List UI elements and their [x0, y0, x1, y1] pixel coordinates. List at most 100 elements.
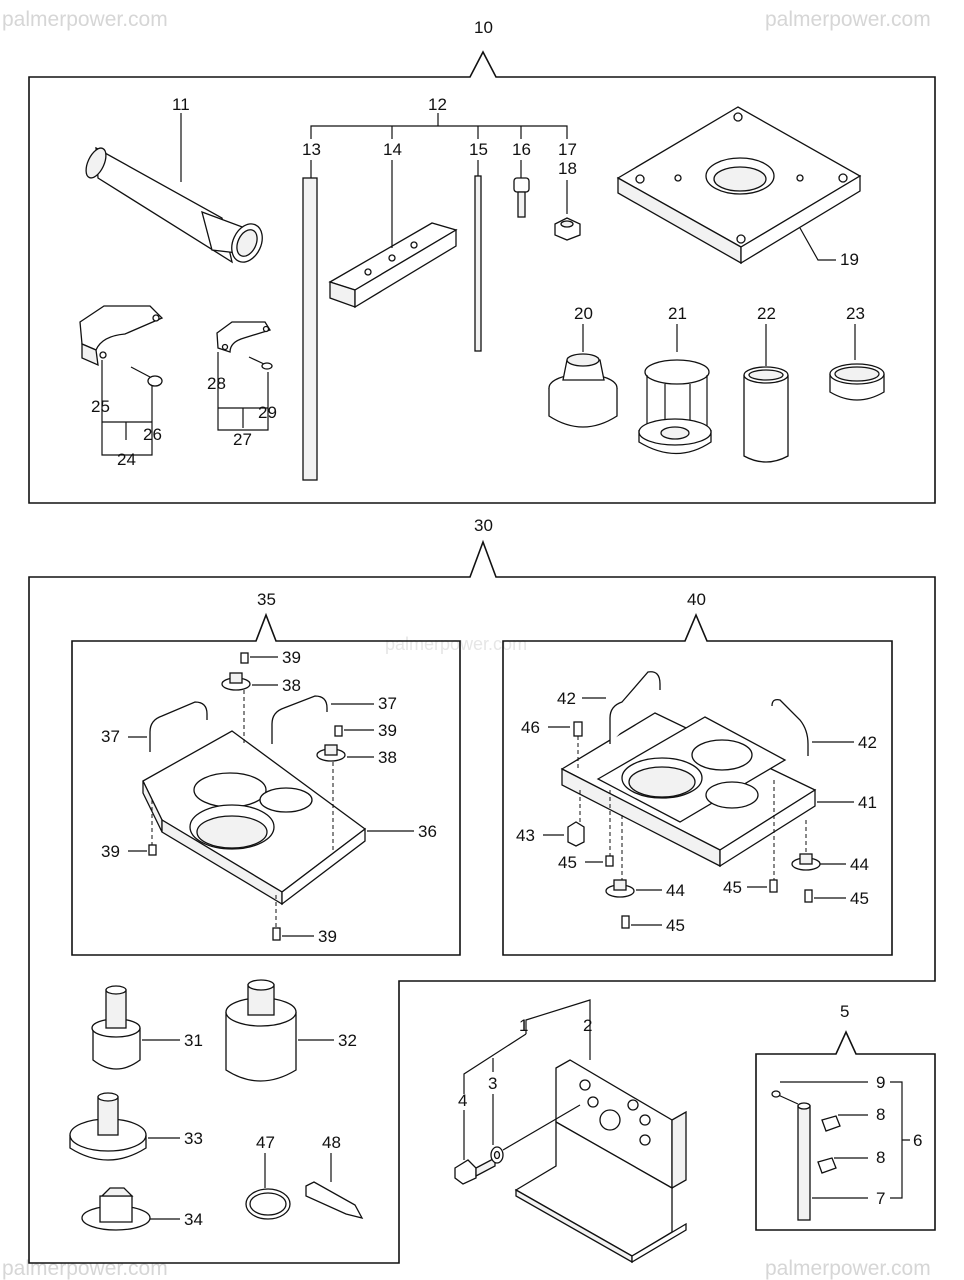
label-4: 4	[458, 1091, 467, 1110]
label-39a: 39	[282, 648, 301, 667]
label-42a: 42	[557, 689, 576, 708]
label-20: 20	[574, 304, 593, 323]
label-18: 18	[558, 159, 577, 178]
label-36: 36	[418, 822, 437, 841]
label-19: 19	[840, 250, 859, 269]
part-19-plate	[616, 106, 862, 265]
part-39-screw-top	[240, 652, 249, 664]
part-45-screw-left	[605, 790, 614, 867]
group-35-frame	[71, 612, 461, 956]
label-32: 32	[338, 1031, 357, 1050]
part-23-ring	[829, 363, 885, 401]
part-48-wedge	[305, 1181, 364, 1219]
label-10: 10	[474, 18, 493, 37]
group-30-frame	[28, 539, 936, 1264]
label-34: 34	[184, 1210, 203, 1229]
label-35: 35	[257, 590, 276, 609]
label-11: 11	[172, 95, 190, 114]
label-15: 15	[469, 140, 488, 159]
group-5-frame	[755, 1030, 936, 1231]
part-9-screw	[771, 1090, 799, 1105]
label-45c: 45	[723, 878, 742, 897]
part-28-clamp	[216, 321, 271, 353]
part-42-handle-left	[609, 671, 661, 744]
label-45b: 45	[666, 916, 685, 935]
label-30: 30	[474, 516, 493, 535]
watermark-top-right: palmerpower.com	[765, 8, 931, 31]
label-28: 28	[207, 374, 226, 393]
part-17-18-nut	[554, 180, 581, 241]
part-15-thin-rod	[474, 160, 482, 352]
label-12: 12	[428, 95, 447, 114]
part-16-bolt	[513, 160, 530, 218]
part-41-base-plate	[560, 712, 817, 868]
part-4-bolt	[454, 1156, 496, 1185]
label-39d: 39	[318, 927, 337, 946]
label-8b: 8	[876, 1148, 885, 1167]
label-29: 29	[258, 403, 277, 422]
part-11-tube	[85, 146, 263, 264]
watermark-center: palmerpower.com	[385, 634, 527, 654]
label-42b: 42	[858, 733, 877, 752]
label-14: 14	[383, 140, 402, 159]
part-3-washer	[490, 1104, 581, 1164]
part-43-standoff	[567, 790, 585, 847]
part-25-clamp	[79, 305, 164, 367]
label-22: 22	[757, 304, 776, 323]
part-44-locator-bottom	[605, 815, 635, 898]
label-47: 47	[256, 1133, 275, 1152]
label-24: 24	[117, 450, 136, 469]
group-10-frame	[28, 50, 936, 504]
label-46: 46	[521, 718, 540, 737]
part-8-pin-lower	[817, 1157, 837, 1174]
group-40-frame	[502, 612, 893, 956]
label-43: 43	[516, 826, 535, 845]
label-38b: 38	[378, 748, 397, 767]
part-14-bar	[328, 160, 458, 309]
watermark-bottom-left: palmerpower.com	[2, 1257, 168, 1280]
label-2: 2	[583, 1016, 592, 1035]
part-39-screw-left	[148, 800, 157, 856]
part-45-screw-bottom	[621, 915, 630, 929]
label-31: 31	[184, 1031, 203, 1050]
label-26: 26	[143, 425, 162, 444]
part-47-o-ring	[245, 1188, 291, 1220]
watermark-top-left: palmerpower.com	[2, 8, 168, 31]
part-26-bolt	[130, 366, 163, 387]
part-20-adapter	[548, 353, 618, 428]
label-5: 5	[840, 1002, 849, 1021]
part-38-locator-top	[221, 672, 251, 745]
label-45d: 45	[850, 889, 869, 908]
part-44-locator-right	[791, 820, 821, 871]
label-1: 1	[519, 1016, 528, 1035]
label-13: 13	[302, 140, 321, 159]
label-37b: 37	[378, 694, 397, 713]
part-37-handle-right	[271, 695, 328, 744]
part-37-handle-left	[149, 701, 208, 752]
part-33-adapter	[69, 1092, 147, 1161]
label-16: 16	[512, 140, 531, 159]
label-23: 23	[846, 304, 865, 323]
part-46-screw	[573, 721, 583, 770]
label-45a: 45	[558, 853, 577, 872]
part-45-screw-mid	[769, 780, 778, 893]
label-40: 40	[687, 590, 706, 609]
label-3: 3	[488, 1074, 497, 1093]
part-45-screw-right	[804, 889, 813, 903]
label-25: 25	[91, 397, 110, 416]
part-32-adapter	[225, 979, 297, 1082]
part-31-adapter	[91, 985, 141, 1070]
part-22-sleeve	[743, 366, 789, 463]
label-39c: 39	[101, 842, 120, 861]
part-34-adapter	[81, 1187, 151, 1231]
label-44a: 44	[666, 881, 685, 900]
label-48: 48	[322, 1133, 341, 1152]
label-6: 6	[913, 1131, 922, 1150]
label-7: 7	[876, 1189, 885, 1208]
label-27: 27	[233, 430, 252, 449]
label-17: 17	[558, 140, 577, 159]
part-29-screw	[248, 356, 273, 370]
watermark-bottom-right: palmerpower.com	[765, 1257, 931, 1280]
part-7-shaft	[797, 1102, 811, 1221]
